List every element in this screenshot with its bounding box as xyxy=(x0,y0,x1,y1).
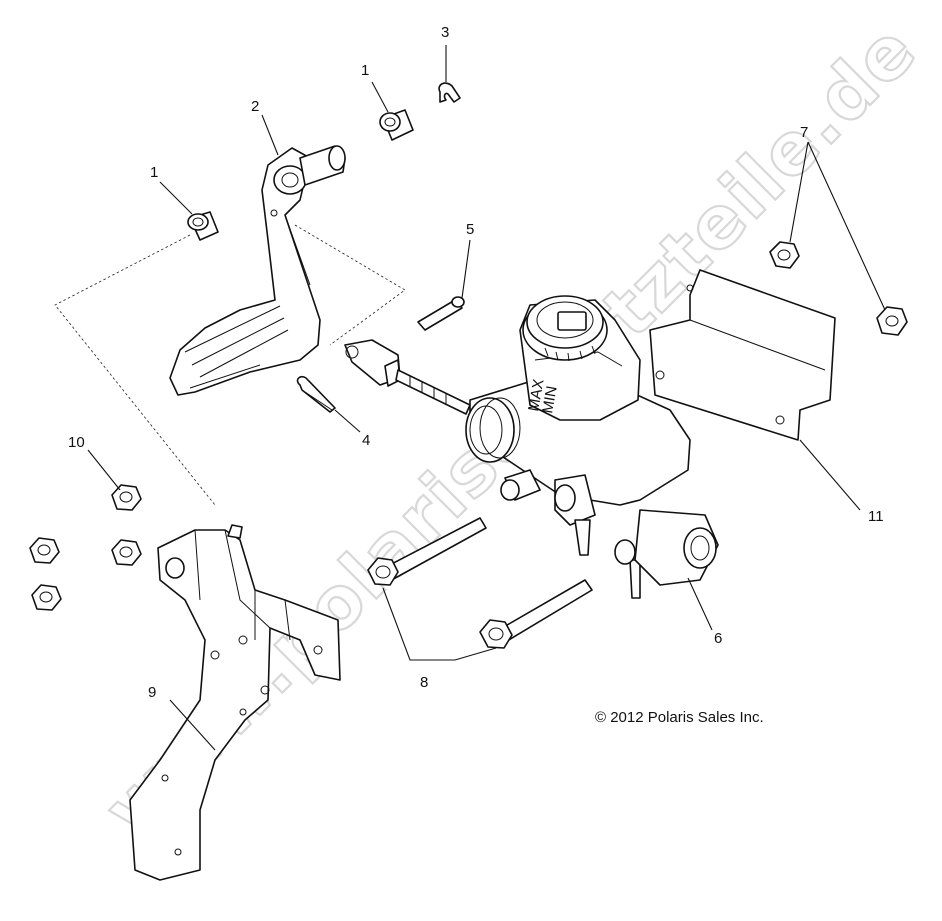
clevis-pin xyxy=(417,296,465,331)
callout-7: 7 xyxy=(800,124,808,141)
callout-6: 6 xyxy=(714,630,722,647)
callout-labels: 1 1 2 3 4 5 6 7 8 9 10 11 xyxy=(68,24,884,701)
bushing-top xyxy=(379,109,414,141)
e-clip xyxy=(438,82,461,103)
callout-1-top: 1 xyxy=(361,62,369,79)
nut-10b xyxy=(29,537,60,564)
nut-upper xyxy=(769,241,800,269)
callout-8: 8 xyxy=(420,674,428,691)
callout-5: 5 xyxy=(466,221,474,238)
callout-10: 10 xyxy=(68,434,85,451)
callout-4: 4 xyxy=(362,432,370,449)
callout-11: 11 xyxy=(868,508,884,525)
brake-pedal xyxy=(169,145,346,396)
nut-10d xyxy=(31,584,62,611)
bushing-left xyxy=(187,211,219,241)
dashed-alignment-lines xyxy=(54,224,406,506)
leader-lines xyxy=(87,45,886,751)
pedal-bracket xyxy=(129,524,341,881)
master-cylinder: MAX MIN xyxy=(465,295,719,599)
hairpin-clip xyxy=(296,375,336,413)
reservoir-max-mark: MAX xyxy=(525,378,547,413)
mounting-bolt-lower xyxy=(479,579,593,649)
copyright-notice: © 2012 Polaris Sales Inc. xyxy=(595,709,764,726)
clevis-and-pushrod xyxy=(344,339,471,415)
callout-1-left: 1 xyxy=(150,164,158,181)
mounting-bolt-upper xyxy=(367,517,487,586)
callout-2: 2 xyxy=(251,98,259,115)
nut-10c xyxy=(111,539,142,566)
heat-shield xyxy=(649,269,836,441)
callout-9: 9 xyxy=(148,684,156,701)
nut-10a xyxy=(111,484,142,511)
reservoir-min-mark: MIN xyxy=(539,385,561,415)
callout-3: 3 xyxy=(441,24,449,41)
nut-lower xyxy=(876,306,908,336)
